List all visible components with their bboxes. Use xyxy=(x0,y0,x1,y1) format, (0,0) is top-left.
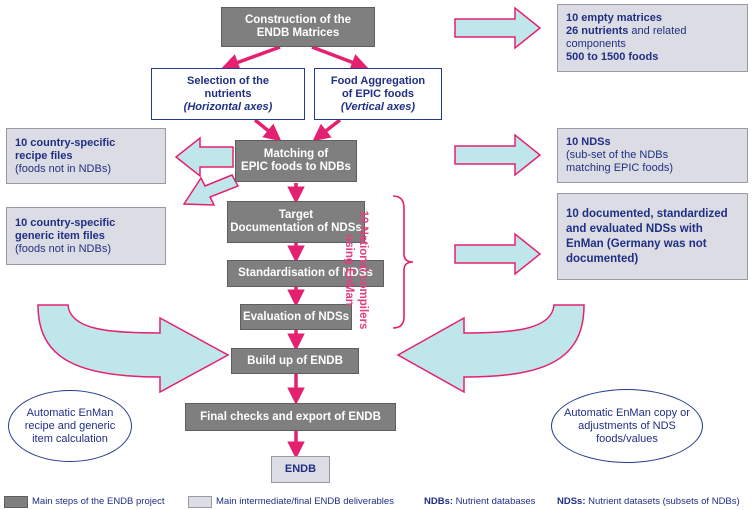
step-standardisation: Standardisation of NDSs xyxy=(227,260,384,287)
arrow-construction-to-aggregation xyxy=(311,45,369,71)
deliverable-generic: 10 country-specific generic item files (… xyxy=(6,207,166,265)
deliverable-matrices-line1: 10 empty matrices xyxy=(566,12,662,24)
vertical-compilers-label: 10 National compilers using EnMan xyxy=(342,185,370,355)
deliverable-matrices-line2: 26 nutrients and related xyxy=(566,25,739,38)
step-selection-line1: Selection of the xyxy=(187,74,269,87)
deliverable-matrices-line2-bold: 26 nutrients xyxy=(566,25,629,37)
deliverable-matrices-line4: 500 to 1500 foods xyxy=(566,51,659,63)
ellipse-right-label: Automatic EnMan copy or adjustments of N… xyxy=(564,406,690,445)
step-aggregation-line1: Food Aggregation xyxy=(330,74,426,87)
step-target-line2: Documentation of NDSs xyxy=(230,222,362,234)
deliverable-generic-line2: generic item files xyxy=(15,229,105,242)
curved-arrow-from-right xyxy=(396,304,585,394)
step-matching-line2: EPIC foods to NDBs xyxy=(241,161,351,173)
legend-deliverables: Main intermediate/final ENDB deliverable… xyxy=(216,496,394,507)
vertical-label-line2: using EnMan xyxy=(343,234,355,306)
step-target: Target Documentation of NDSs xyxy=(227,201,365,243)
deliverable-matrices-line2-rest: and related xyxy=(628,25,687,37)
step-construction: Construction of the ENDB Matrices xyxy=(221,7,375,47)
step-aggregation-line3: (Vertical axes) xyxy=(340,100,416,113)
step-evaluation: Evaluation of NDSs xyxy=(240,304,352,330)
step-final: Final checks and export of ENDB xyxy=(185,403,396,431)
compilers-brace xyxy=(392,195,414,329)
step-endb-label: ENDB xyxy=(284,463,317,475)
block-arrow-to-documented xyxy=(454,232,542,276)
step-matching-line1: Matching of xyxy=(263,148,329,160)
step-aggregation-line2: of EPIC foods xyxy=(341,87,415,100)
step-final-label: Final checks and export of ENDB xyxy=(200,410,381,423)
deliverable-documented: 10 documented, standardized and evaluate… xyxy=(557,193,748,280)
step-buildup: Build up of ENDB xyxy=(231,348,359,374)
deliverable-ndss-line3: matching EPIC foods) xyxy=(566,162,673,174)
ellipse-left-label: Automatic EnMan recipe and generic item … xyxy=(24,406,116,445)
step-matching: Matching of EPIC foods to NDBs xyxy=(235,140,357,182)
step-standardisation-label: Standardisation of NDSs xyxy=(238,267,373,279)
legend-main-steps: Main steps of the ENDB project xyxy=(32,496,165,507)
step-selection: Selection of the nutrients (Horizontal a… xyxy=(151,68,305,120)
legend-ndbs: NDBs: Nutrient databases xyxy=(424,496,535,507)
legend-ndbs-text: Nutrient databases xyxy=(453,496,536,507)
step-selection-line2: nutrients xyxy=(204,87,252,100)
legend-ndss-text: Nutrient datasets (subsets of NDBs) xyxy=(585,496,740,507)
deliverable-ndss: 10 NDSs (sub-set of the NDBs matching EP… xyxy=(557,128,748,183)
step-construction-label: Construction of the ENDB Matrices xyxy=(244,14,352,39)
legend: Main steps of the ENDB project Main inte… xyxy=(0,494,755,510)
deliverable-matrices: 10 empty matrices 26 nutrients and relat… xyxy=(557,4,748,72)
deliverable-recipe-line3: (foods not in NDBs) xyxy=(15,162,111,175)
arrow-construction-to-selection xyxy=(221,45,281,71)
deliverable-generic-line3: (foods not in NDBs) xyxy=(15,242,111,255)
deliverable-recipe-line1: 10 country-specific xyxy=(15,136,116,149)
deliverable-recipe-line2: recipe files xyxy=(15,149,73,162)
legend-swatch-step xyxy=(4,496,28,508)
deliverable-ndss-line1: 10 NDSs xyxy=(566,136,611,148)
block-arrow-to-generic xyxy=(182,174,240,206)
vertical-label-line1: 10 National compilers xyxy=(357,210,369,330)
block-arrow-to-recipe xyxy=(174,136,234,178)
deliverable-matrices-line3: components xyxy=(566,38,626,50)
step-endb: ENDB xyxy=(271,456,330,483)
step-target-line1: Target xyxy=(278,209,314,221)
arrow-aggregation-to-matching xyxy=(312,118,342,142)
deliverable-ndss-line2: (sub-set of the NDBs xyxy=(566,149,669,161)
deliverable-documented-label: 10 documented, standardized and evaluate… xyxy=(566,207,728,265)
ellipse-right-copy: Automatic EnMan copy or adjustments of N… xyxy=(551,389,703,463)
ellipse-left-calculation: Automatic EnMan recipe and generic item … xyxy=(8,390,132,462)
step-buildup-label: Build up of ENDB xyxy=(247,354,343,367)
block-arrow-to-matrices xyxy=(454,6,542,50)
legend-swatch-deliverable xyxy=(188,496,212,508)
legend-ndbs-abbr: NDBs: xyxy=(424,496,454,507)
legend-ndss: NDSs: Nutrient datasets (subsets of NDBs… xyxy=(557,496,740,507)
deliverable-recipe: 10 country-specific recipe files (foods … xyxy=(6,128,166,184)
arrow-selection-to-matching xyxy=(253,118,282,142)
deliverable-generic-line1: 10 country-specific xyxy=(15,216,116,229)
step-evaluation-label: Evaluation of NDSs xyxy=(242,310,350,323)
legend-ndss-abbr: NDSs: xyxy=(557,496,586,507)
block-arrow-to-ndss xyxy=(454,133,542,177)
step-selection-line3: (Horizontal axes) xyxy=(183,100,273,113)
step-aggregation: Food Aggregation of EPIC foods (Vertical… xyxy=(314,68,442,120)
curved-arrow-from-left xyxy=(37,304,230,394)
